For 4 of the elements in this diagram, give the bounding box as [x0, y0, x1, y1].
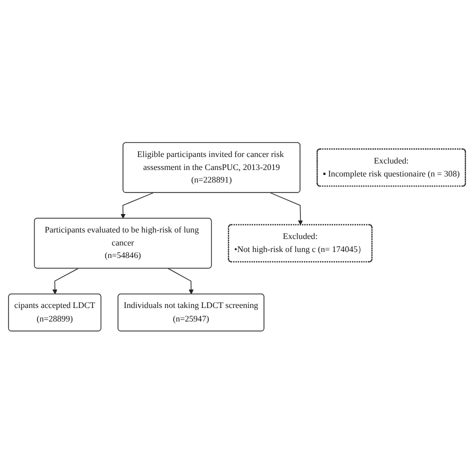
arrow	[270, 192, 303, 226]
arrow	[120, 192, 154, 219]
arrow	[52, 268, 79, 295]
arrow	[168, 268, 194, 295]
